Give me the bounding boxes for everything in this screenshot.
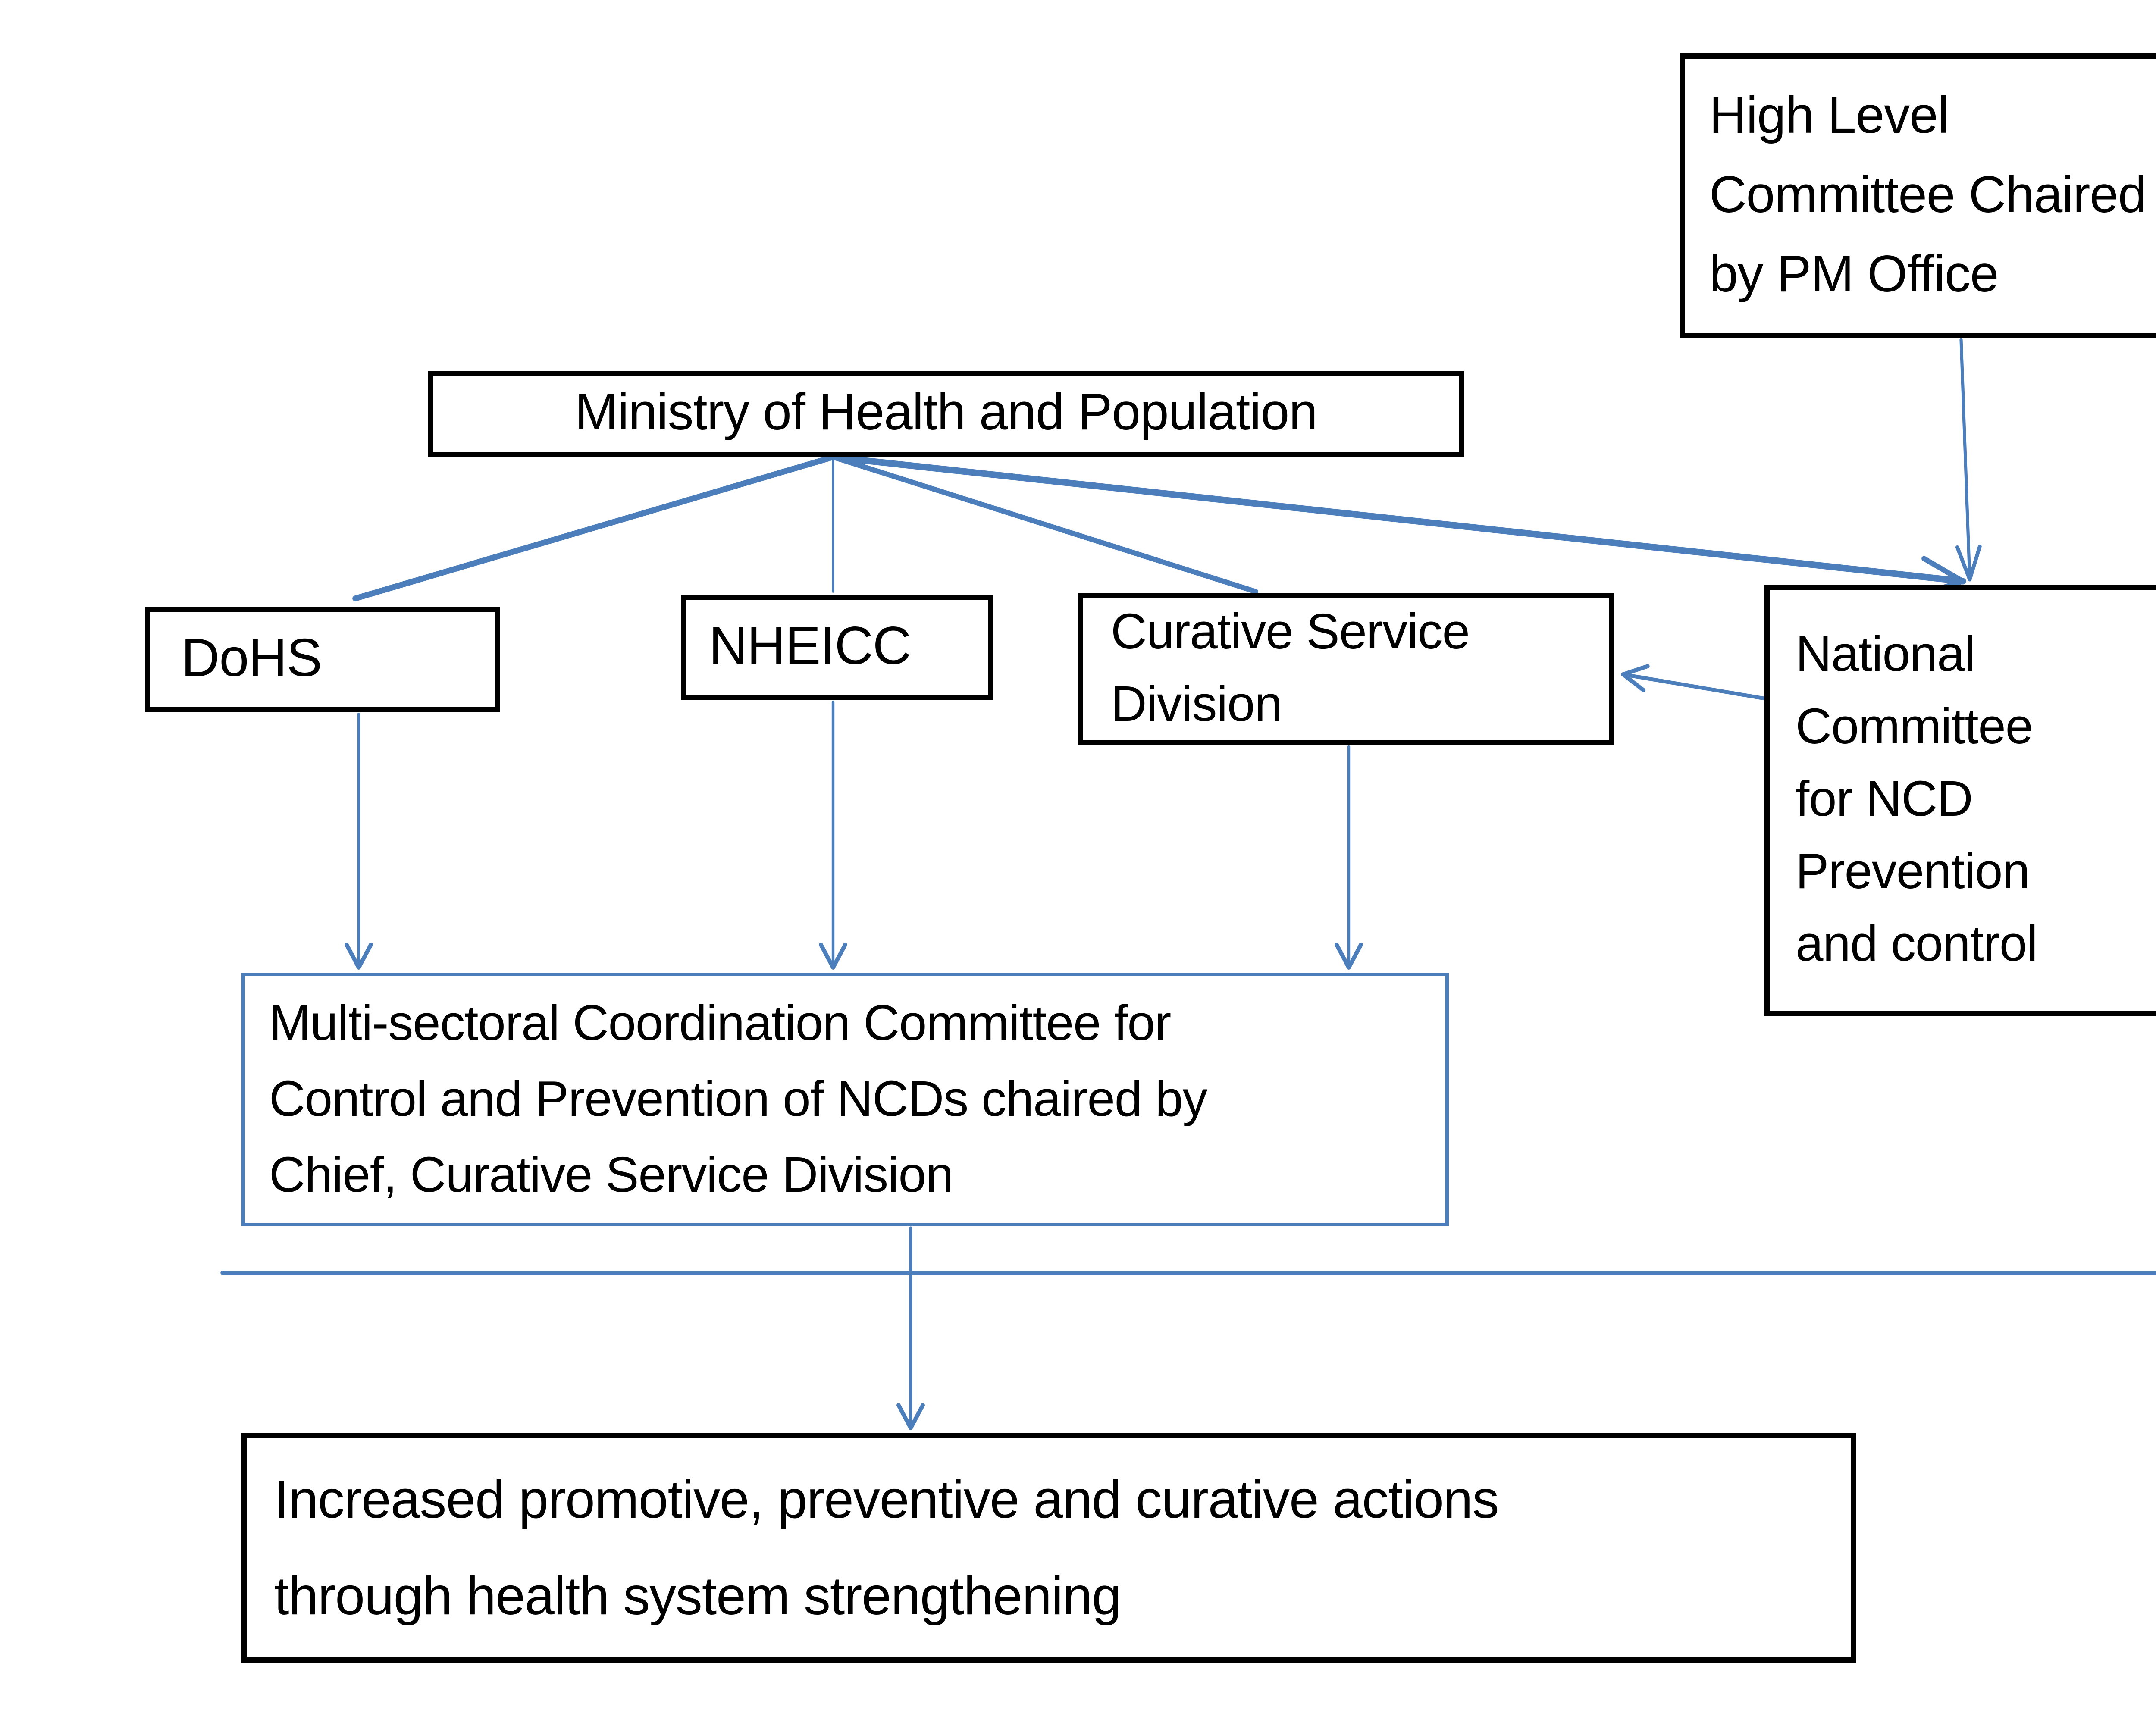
node-multisectoral-coordination-committee: Multi-sectoral Coordination Committee fo…	[241, 973, 1449, 1226]
node-dohs: DoHS	[145, 607, 500, 712]
arrow-highlevel-to-national-head	[1968, 545, 1982, 582]
arrow-highlevel-to-national	[1959, 338, 1971, 581]
line-ministry-to-dohs	[352, 454, 836, 601]
arrow-nheicc-to-multi-head	[819, 943, 835, 970]
arrow-multi-to-outcome-head	[909, 1403, 925, 1430]
arrow-curative-to-multi-head	[1347, 943, 1363, 970]
arrow-curative-to-multi-head	[1335, 943, 1351, 970]
arrow-highlevel-to-national-head	[1955, 545, 1972, 582]
arrow-nheicc-to-multi-head	[831, 943, 847, 970]
arrow-national-to-curative	[1621, 672, 1767, 701]
arrow-multi-to-outcome-head	[896, 1403, 913, 1430]
node-national-ncd-committee: National Committee for NCD Prevention an…	[1764, 585, 2156, 1016]
arrow-dohs-to-multi-head	[357, 943, 373, 970]
node-ministry-of-health: Ministry of Health and Population	[428, 371, 1464, 457]
line-ministry-to-curative	[830, 454, 1258, 594]
arrow-ministry-to-national-head	[1921, 556, 1965, 584]
node-outcome-actions: Increased promotive, preventive and cura…	[241, 1433, 1856, 1663]
arrow-national-to-curative-head	[1621, 672, 1646, 692]
node-curative-service-division: Curative Service Division	[1078, 593, 1614, 745]
arrow-dohs-to-multi-head	[345, 943, 361, 970]
arrow-national-to-curative-head	[1621, 664, 1650, 676]
arrow-ministry-to-national	[830, 454, 1966, 585]
node-high-level-committee: High Level Committee Chaired by PM Offic…	[1680, 53, 2156, 338]
node-nheicc: NHEICC	[681, 595, 993, 700]
